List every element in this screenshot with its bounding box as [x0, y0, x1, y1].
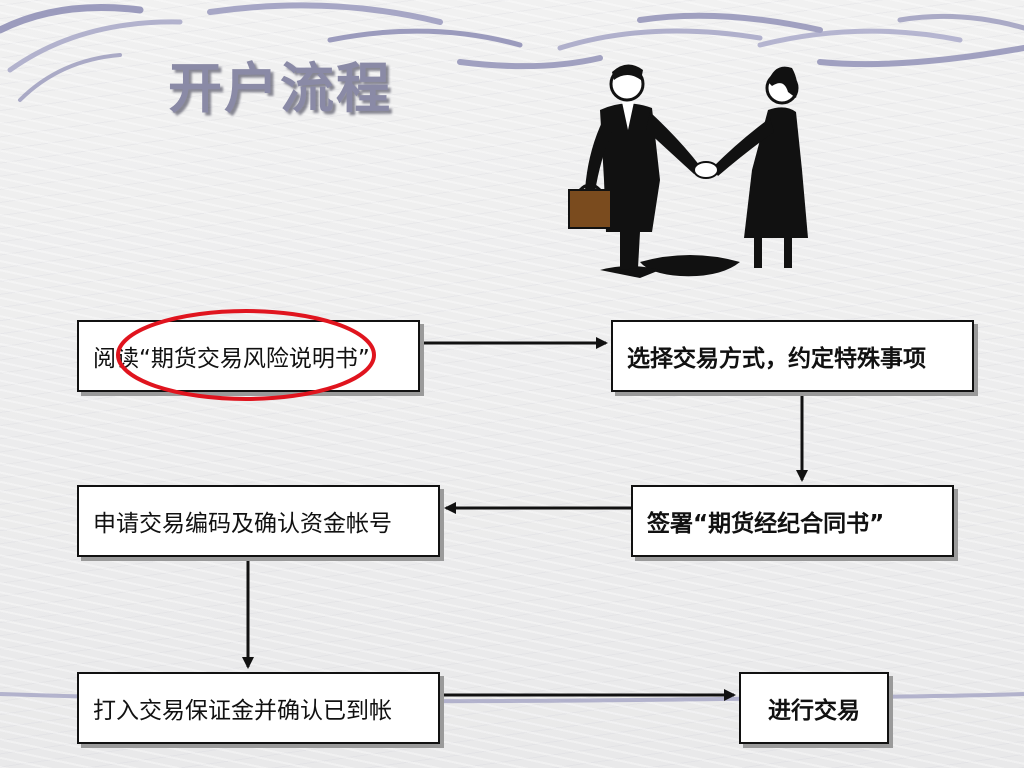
step-start-trading: 进行交易	[739, 672, 889, 744]
page-title: 开户流程	[168, 56, 392, 120]
step-sign-brokerage-contract: 签署“期货经纪合同书”	[631, 485, 954, 557]
step-apply-trading-code: 申请交易编码及确认资金帐号	[77, 485, 440, 557]
step-choose-trading-method: 选择交易方式，约定特殊事项	[611, 320, 974, 392]
step-deposit-margin: 打入交易保证金并确认已到帐	[77, 672, 440, 744]
header-swoosh-decoration	[0, 2, 1024, 102]
